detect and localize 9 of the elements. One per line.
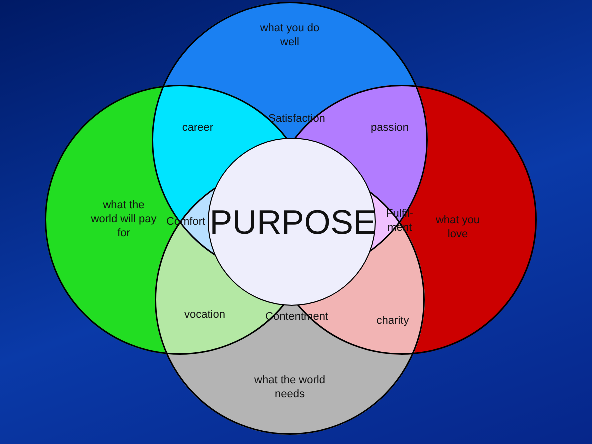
- circle-label: what you love: [434, 214, 482, 242]
- overlap-label: career: [182, 121, 214, 135]
- circle-label: what the world needs: [254, 374, 326, 402]
- overlap-label: charity: [376, 314, 410, 328]
- circle-label: what the world will pay for: [90, 199, 158, 241]
- circle-label: what you do well: [259, 22, 321, 50]
- overlap-label: vocation: [184, 308, 226, 322]
- circle-label: PURPOSE: [208, 202, 378, 244]
- overlap-label: passion: [371, 121, 409, 135]
